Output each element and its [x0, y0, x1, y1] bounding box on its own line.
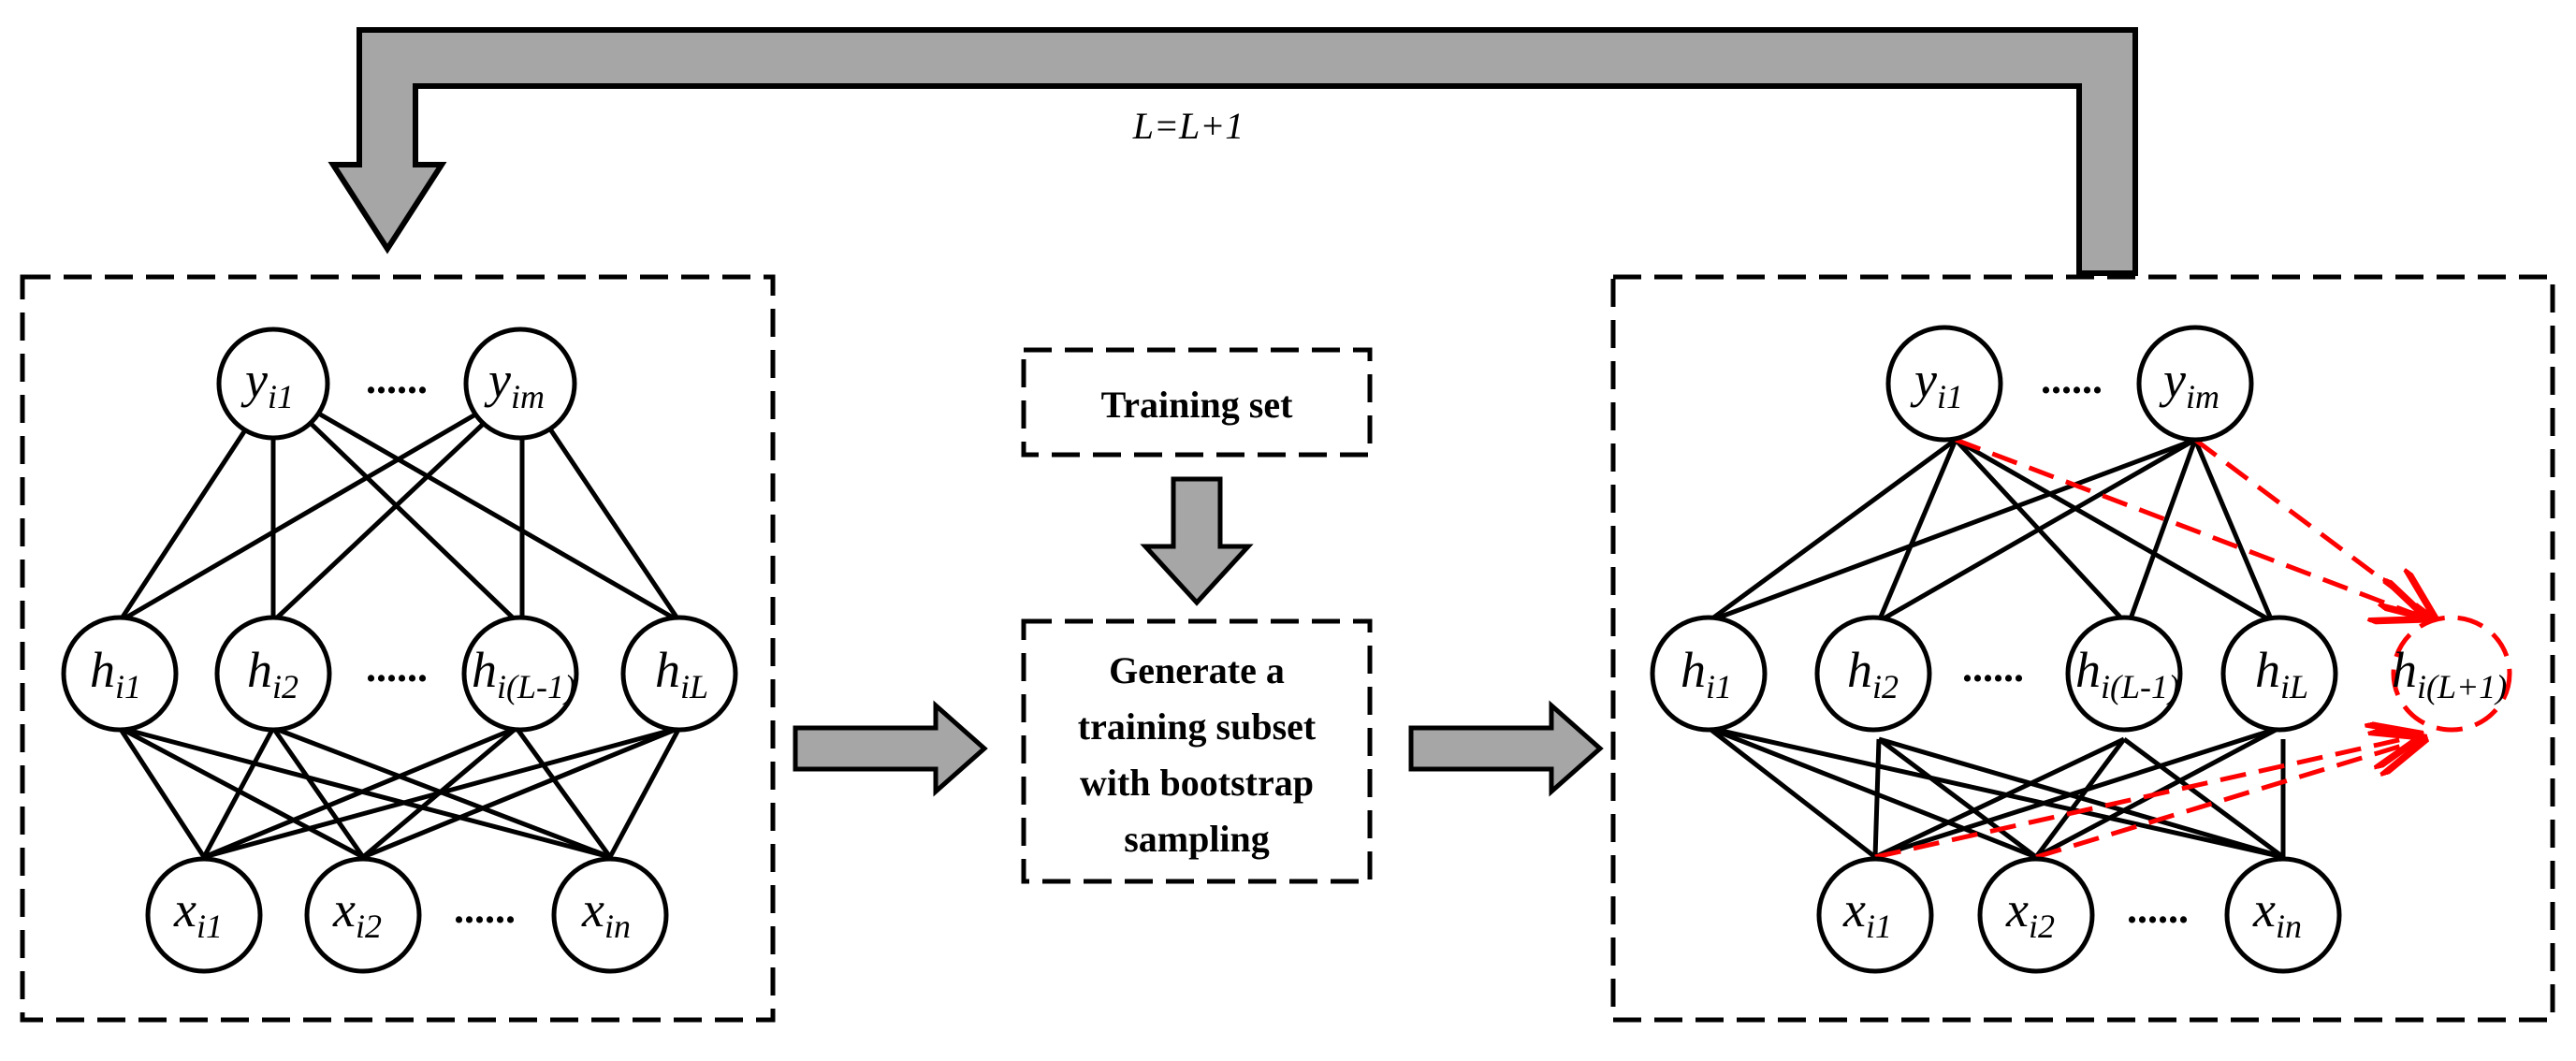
left-node-xn: xin [551, 856, 669, 974]
svg-text:hi(L+1): hi(L+1) [2392, 642, 2507, 705]
left-node-ym: yim [463, 327, 577, 441]
svg-text:xi2: xi2 [2005, 881, 2055, 945]
right-node-hL: hiL [2220, 615, 2338, 733]
right-arrow-right [1408, 700, 1604, 797]
left-h-ellipsis: ...... [366, 645, 428, 690]
svg-text:hi1: hi1 [90, 642, 141, 705]
right-node-ym: yim [2136, 325, 2254, 443]
svg-text:xi1: xi1 [1842, 881, 1892, 945]
training-set-label: Training set [1101, 384, 1294, 426]
left-node-hL: hiL [620, 615, 738, 733]
right-node-x2: xi2 [1977, 856, 2095, 974]
svg-text:hiL: hiL [655, 642, 708, 705]
svg-text:hi2: hi2 [1847, 642, 1899, 705]
right-h-ellipsis: ...... [1962, 645, 2024, 690]
right-network-panel [1610, 274, 2555, 1023]
svg-text:hiL: hiL [2255, 642, 2308, 705]
left-node-h2: hi2 [214, 615, 332, 733]
svg-text:xin: xin [2252, 881, 2302, 945]
loop-label: L=L+1 [1132, 105, 1244, 147]
left-node-hLm1: hi(L-1) [461, 615, 579, 733]
down-arrow [1140, 476, 1254, 606]
right-x-ellipsis: ...... [2127, 886, 2189, 932]
left-node-h1: hi1 [61, 615, 179, 733]
svg-text:xin: xin [581, 881, 631, 945]
svg-text:xi1: xi1 [173, 881, 223, 945]
feedback-loop-arrow [327, 27, 2138, 276]
svg-text:yim: yim [2159, 352, 2219, 415]
right-node-hLm1: hi(L-1) [2065, 615, 2183, 733]
generate-line-1: Generate a [1109, 649, 1285, 691]
generate-line-4: sampling [1124, 818, 1270, 860]
left-network-panel [20, 274, 776, 1023]
right-node-xn: xin [2224, 856, 2342, 974]
left-network-connections [117, 385, 682, 860]
svg-text:xi2: xi2 [332, 881, 382, 945]
left-x-ellipsis: ...... [454, 886, 516, 932]
right-node-h1: hi1 [1650, 615, 1768, 733]
generate-subset-box [1021, 618, 1373, 884]
right-network-connections [1707, 437, 2286, 860]
new-node-connections [1874, 437, 2433, 860]
left-node-y1: yi1 [216, 327, 330, 441]
right-arrow-left [793, 700, 988, 797]
training-set-box [1021, 347, 1373, 458]
generate-line-2: training subset [1078, 705, 1317, 748]
left-node-x1: xi1 [145, 856, 263, 974]
svg-text:hi(L-1): hi(L-1) [2075, 642, 2179, 705]
right-y-ellipsis: ...... [2041, 356, 2103, 402]
svg-text:yi1: yi1 [240, 352, 294, 415]
svg-text:yim: yim [484, 352, 545, 415]
right-node-h2: hi2 [1814, 615, 1932, 733]
svg-text:hi1: hi1 [1681, 642, 1732, 705]
right-node-y1: yi1 [1885, 325, 2003, 443]
right-node-hLp1-new: hi(L+1) [2391, 615, 2512, 733]
svg-text:hi2: hi2 [247, 642, 298, 705]
right-node-x1: xi1 [1816, 856, 1934, 974]
left-y-ellipsis: ...... [366, 356, 428, 402]
generate-line-3: with bootstrap [1080, 762, 1314, 804]
svg-text:yi1: yi1 [1910, 352, 1963, 415]
left-node-x2: xi2 [304, 856, 422, 974]
svg-text:hi(L-1): hi(L-1) [472, 642, 575, 705]
